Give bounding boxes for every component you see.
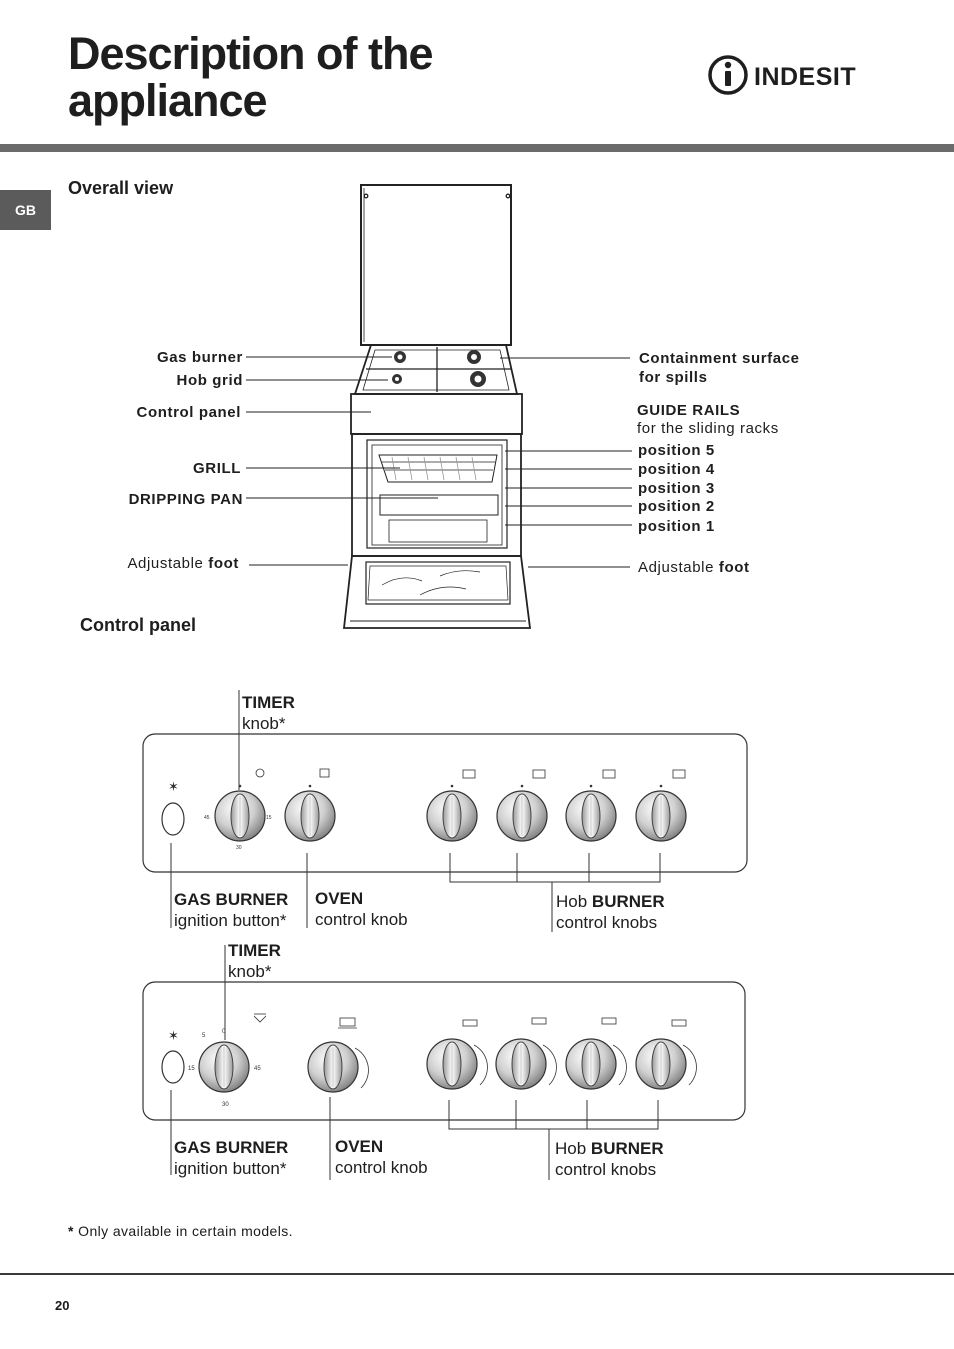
control-panel-heading: Control panel — [80, 615, 196, 635]
timer-title: TIMER — [242, 693, 295, 712]
hob-knob-a2 — [496, 790, 548, 842]
brand-name: INDESIT — [754, 63, 856, 91]
gas-title: GAS BURNER — [174, 1138, 289, 1157]
footnote: * Only available in certain models. — [68, 1223, 293, 1239]
label-adjustable-foot-right: Adjustable foot — [638, 559, 750, 576]
hob-knob-b3 — [565, 1038, 617, 1090]
panel-a-oven-label: OVEN control knob — [315, 888, 408, 930]
hob-knob-a4 — [635, 790, 687, 842]
language-tab: GB — [0, 190, 51, 230]
hob-knob-a3 — [565, 790, 617, 842]
label-hob-grid: Hob grid — [176, 372, 243, 389]
svg-text:✶: ✶ — [168, 779, 179, 794]
timer-scale-a-2: 30 — [236, 845, 242, 851]
page-title-line-1: Description of the — [68, 28, 434, 79]
timer-title: TIMER — [228, 941, 281, 960]
containment-line-2: for spills — [639, 369, 708, 386]
label-position-2: position 2 — [638, 498, 715, 515]
hob-sub: control knobs — [555, 1160, 657, 1179]
oven-knob-a — [284, 790, 336, 842]
hob-title: BURNER — [590, 1139, 664, 1158]
label-dripping-pan: DRIPPING PAN — [128, 491, 243, 508]
panel-a-hob-label: Hob BURNER control knobs — [556, 891, 665, 933]
oven-knob-b — [307, 1041, 359, 1093]
timer-sub: knob* — [242, 714, 286, 733]
footer-divider — [0, 1273, 954, 1275]
timer-scale-b-3: 45 — [254, 1066, 261, 1072]
hob-knob-b2 — [495, 1038, 547, 1090]
panel-b-oven-label: OVEN control knob — [335, 1136, 428, 1178]
oven-title: OVEN — [315, 889, 364, 908]
timer-sub: knob* — [228, 962, 272, 981]
page-number: 20 — [55, 1298, 70, 1313]
oven-title: OVEN — [335, 1137, 384, 1156]
hob-knob-b4 — [635, 1038, 687, 1090]
label-control-panel: Control panel — [136, 404, 241, 421]
footnote-text: Only available in certain models. — [78, 1223, 293, 1239]
foot-text: foot — [718, 559, 750, 576]
header-divider — [0, 144, 954, 152]
gas-sub: ignition button* — [174, 911, 287, 930]
gas-sub: ignition button* — [174, 1159, 287, 1178]
control-panels-illustration: ✶ 45 15 30 ✶ 5 0 15 45 — [142, 690, 748, 1180]
panel-b-hob-label: Hob BURNER control knobs — [555, 1138, 664, 1180]
timer-scale-b-1: 0 — [222, 1029, 226, 1035]
hob-prefix: Hob — [555, 1139, 587, 1158]
timer-scale-b-4: 30 — [222, 1102, 229, 1108]
brand-logo: INDESIT — [706, 52, 866, 105]
footnote-star: * — [68, 1223, 74, 1239]
oven-sub: control knob — [335, 1158, 428, 1177]
page-title: Description of the appliance — [68, 28, 434, 126]
hob-prefix: Hob — [556, 892, 588, 911]
label-adjustable-foot-left: Adjustable foot — [127, 555, 239, 572]
timer-scale-a-1: 15 — [266, 815, 272, 821]
label-gas-burner: Gas burner — [156, 349, 243, 366]
adjustable-text: Adjustable — [638, 559, 715, 576]
label-grill: GRILL — [193, 460, 241, 477]
hob-knob-b1 — [426, 1038, 478, 1090]
panel-b-gas-burner-label: GAS BURNER ignition button* — [174, 1137, 288, 1179]
svg-text:✶: ✶ — [168, 1028, 179, 1043]
label-position-3: position 3 — [638, 480, 715, 497]
page-title-line-2: appliance — [68, 75, 268, 126]
gas-title: GAS BURNER — [174, 890, 289, 909]
hob-knob-a1 — [426, 790, 478, 842]
containment-line-1: Containment surface — [639, 350, 800, 367]
timer-knob-b — [198, 1041, 250, 1093]
label-guide-rails: GUIDE RAILS — [637, 402, 741, 419]
hob-sub: control knobs — [556, 913, 658, 932]
oven-sub: control knob — [315, 910, 408, 929]
panel-b-timer-label: TIMER knob* — [228, 940, 281, 982]
adjustable-text: Adjustable — [127, 555, 204, 572]
timer-knob-a — [214, 790, 266, 842]
foot-text: foot — [208, 555, 239, 572]
hob-title: BURNER — [591, 892, 665, 911]
timer-scale-a-0: 45 — [204, 815, 210, 821]
timer-scale-b-0: 5 — [202, 1033, 206, 1039]
label-position-1: position 1 — [638, 518, 715, 535]
label-position-4: position 4 — [638, 461, 715, 478]
label-position-5: position 5 — [638, 442, 715, 459]
label-containment-surface: Containment surface for spills — [639, 349, 800, 387]
label-guide-rails-sub: for the sliding racks — [637, 420, 779, 437]
overall-view-heading: Overall view — [68, 178, 174, 198]
panel-a-gas-burner-label: GAS BURNER ignition button* — [174, 889, 288, 931]
panel-a-timer-label: TIMER knob* — [242, 692, 295, 734]
timer-scale-b-2: 15 — [188, 1066, 195, 1072]
